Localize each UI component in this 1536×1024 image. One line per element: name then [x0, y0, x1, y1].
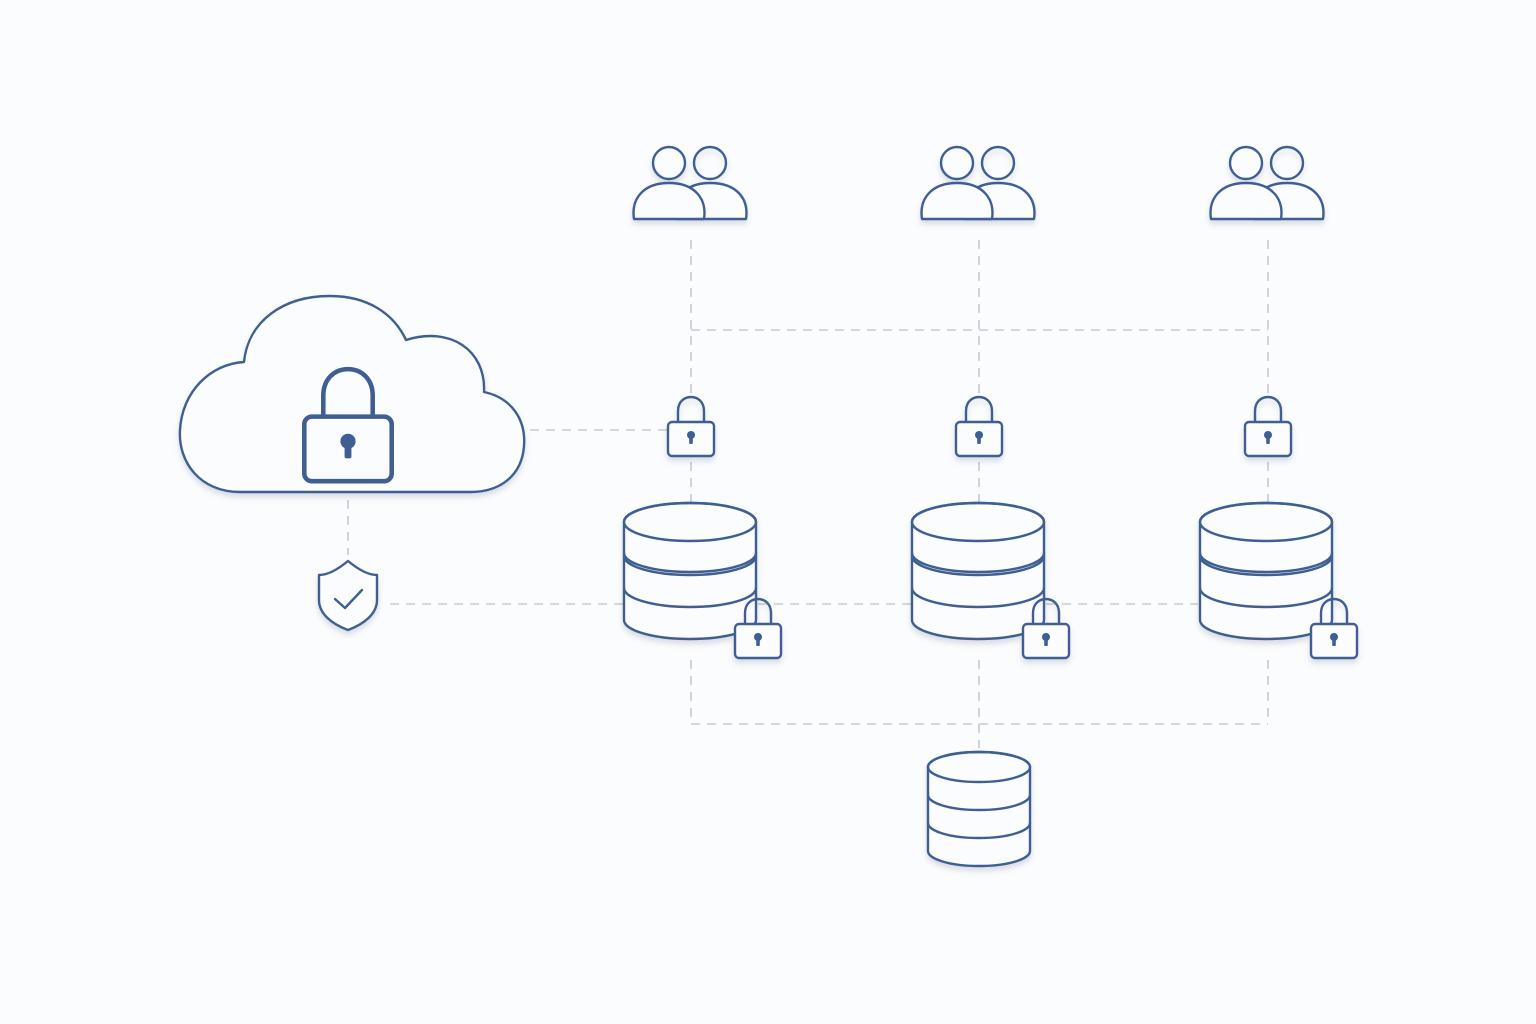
- users-icon: [632, 145, 748, 221]
- database-icon: [1198, 501, 1334, 641]
- database-1: [622, 501, 783, 660]
- user-group-2: [920, 145, 1036, 221]
- database-icon: [926, 750, 1032, 868]
- database-3: [1198, 501, 1359, 660]
- central-database: [926, 750, 1032, 868]
- database-2: [910, 501, 1071, 660]
- cloud-lock-icon: [178, 294, 526, 494]
- padlock-icon: [954, 395, 1004, 458]
- padlock-icon: [1243, 395, 1293, 458]
- access-lock-1: [666, 395, 716, 458]
- connectors: [347, 240, 1269, 748]
- user-group-1: [632, 145, 748, 221]
- database-icon: [622, 501, 758, 641]
- user-group-3: [1209, 145, 1325, 221]
- database-icon: [910, 501, 1046, 641]
- users-icon: [920, 145, 1036, 221]
- padlock-icon: [666, 395, 716, 458]
- users-icon: [1209, 145, 1325, 221]
- shield-check-icon: [317, 559, 379, 632]
- access-lock-3: [1243, 395, 1293, 458]
- access-lock-2: [954, 395, 1004, 458]
